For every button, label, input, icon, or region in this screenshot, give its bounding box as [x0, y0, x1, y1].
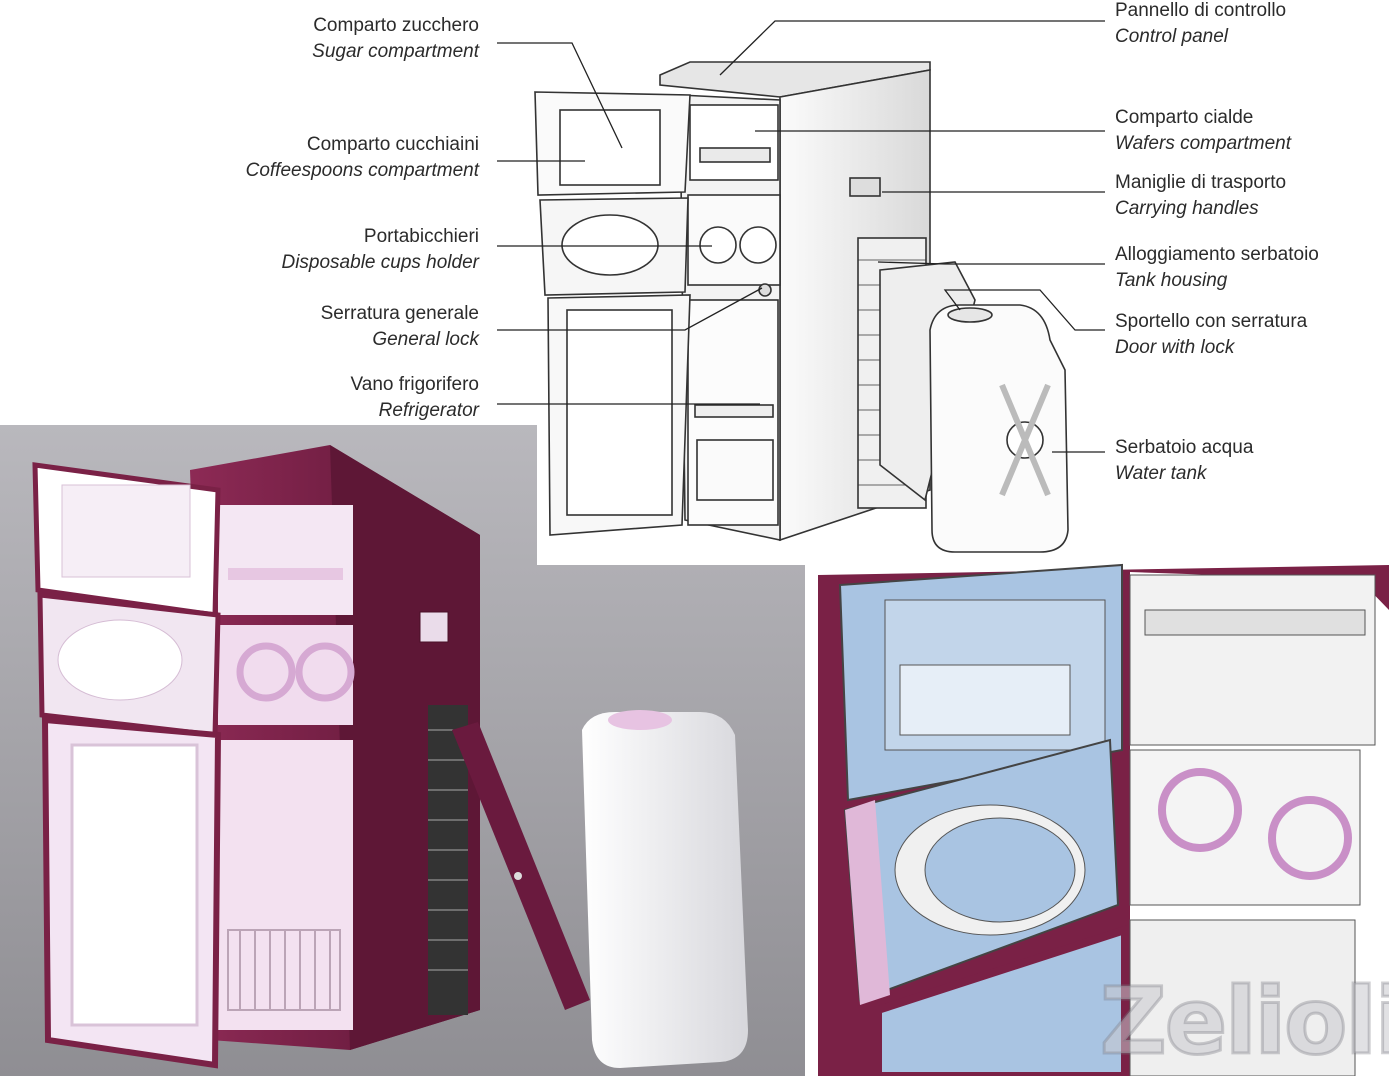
water-tank — [582, 712, 748, 1068]
tank-housing-grid — [428, 705, 468, 1015]
lock-door — [452, 722, 590, 1010]
label-refrigerator: Vano frigorifero Refrigerator — [350, 374, 480, 421]
label-disposable-cups-holder: Portabicchieri Disposable cups holder — [281, 226, 479, 273]
drawing-cup-ring-2 — [739, 226, 777, 264]
side-handle — [419, 611, 449, 643]
cad-cup-ring-1 — [1158, 768, 1242, 852]
zelioli-logo: Zelioli — [1098, 967, 1389, 1076]
cad-door-bottom — [874, 924, 1129, 1076]
label-control-panel: Pannello di controllo Control panel — [1115, 0, 1287, 47]
label-tank-housing: Alloggiamento serbatoio Tank housing — [1115, 244, 1319, 291]
label-carrying-handles: Maniglie di trasporto Carrying handles — [1115, 172, 1287, 219]
label-general-lock: Serratura generale General lock — [320, 303, 479, 350]
label-wafers-compartment: Comparto cialde Wafers compartment — [1115, 107, 1291, 154]
drawing-handle — [849, 177, 881, 197]
label-coffeespoons-compartment: Comparto cucchiaini Coffeespoons compart… — [245, 134, 479, 181]
drawing-water-tank — [929, 304, 1069, 553]
label-water-tank: Serbatoio acqua Water tank — [1115, 437, 1254, 484]
label-sugar-compartment: Comparto zucchero Sugar compartment — [312, 15, 479, 62]
cup-ring-2 — [295, 642, 355, 702]
drawing-cup-ring-1 — [699, 226, 737, 264]
fridge-interior-top — [218, 505, 353, 615]
cup-ring-1 — [236, 642, 296, 702]
label-door-with-lock: Sportello con serratura Door with lock — [1115, 311, 1308, 358]
cad-cup-ring-2 — [1268, 796, 1352, 880]
tank-cap — [608, 710, 672, 730]
